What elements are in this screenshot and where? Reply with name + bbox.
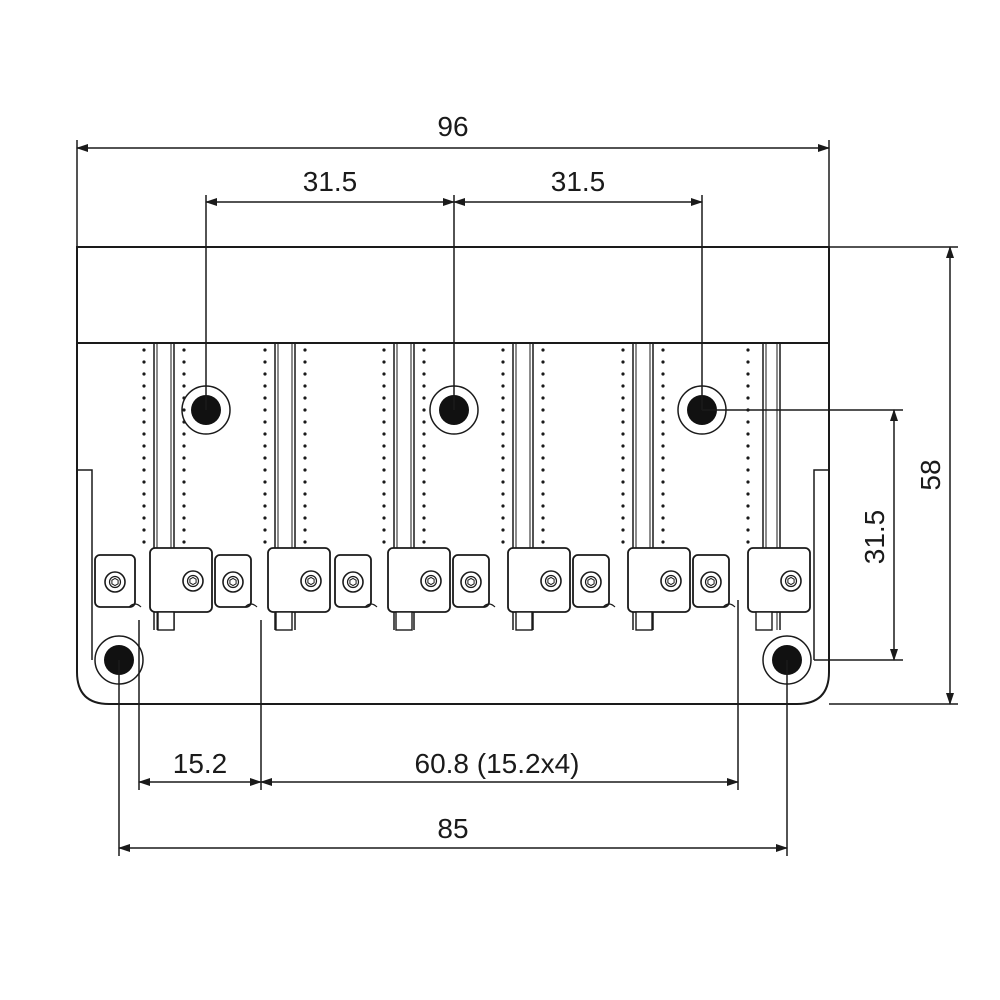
- saddle-spacer: [692, 554, 736, 608]
- saddle-track: [142, 343, 186, 630]
- dim-string-spacing: 15.2 60.8 (15.2x4): [138, 600, 739, 790]
- left-side-lip: [77, 469, 93, 660]
- dim-mount-spacing: 31.5 31.5: [205, 166, 703, 410]
- rear-wall: [76, 246, 830, 344]
- dim-mount-vertical: 31.5: [702, 409, 903, 661]
- dim-overall-height: 58: [829, 246, 958, 705]
- saddles: [94, 547, 811, 631]
- dim-corner-hole-spacing: 85: [118, 660, 788, 856]
- saddle-block: [507, 547, 571, 631]
- dim-label-first-saddle-offset: 15.2: [173, 748, 228, 779]
- dim-label-mount-spacing-left: 31.5: [303, 166, 358, 197]
- dim-label-mount-spacing-right: 31.5: [551, 166, 606, 197]
- dim-label-string-spacing: 60.8 (15.2x4): [415, 748, 580, 779]
- dim-label-overall-height: 58: [915, 459, 946, 490]
- saddle-block: [627, 547, 691, 631]
- saddle-block: [387, 547, 451, 631]
- right-side-lip: [813, 469, 829, 660]
- saddle-spacer: [334, 554, 378, 608]
- saddle-spacer: [572, 554, 616, 608]
- saddle-block: [267, 547, 331, 631]
- saddle-spacer: [452, 554, 496, 608]
- saddle-spacer: [214, 554, 258, 608]
- dim-label-corner-hole-spacing: 85: [437, 813, 468, 844]
- saddle-block: [747, 547, 811, 631]
- dim-label-overall-width: 96: [437, 111, 468, 142]
- base-plate: [76, 246, 830, 705]
- dim-label-mount-vertical: 31.5: [859, 510, 890, 565]
- saddle-spacer: [94, 554, 142, 608]
- base-outline: [76, 343, 830, 705]
- mount-holes: [94, 385, 812, 685]
- saddle-block: [149, 547, 213, 631]
- dim-overall-width: 96: [76, 111, 830, 247]
